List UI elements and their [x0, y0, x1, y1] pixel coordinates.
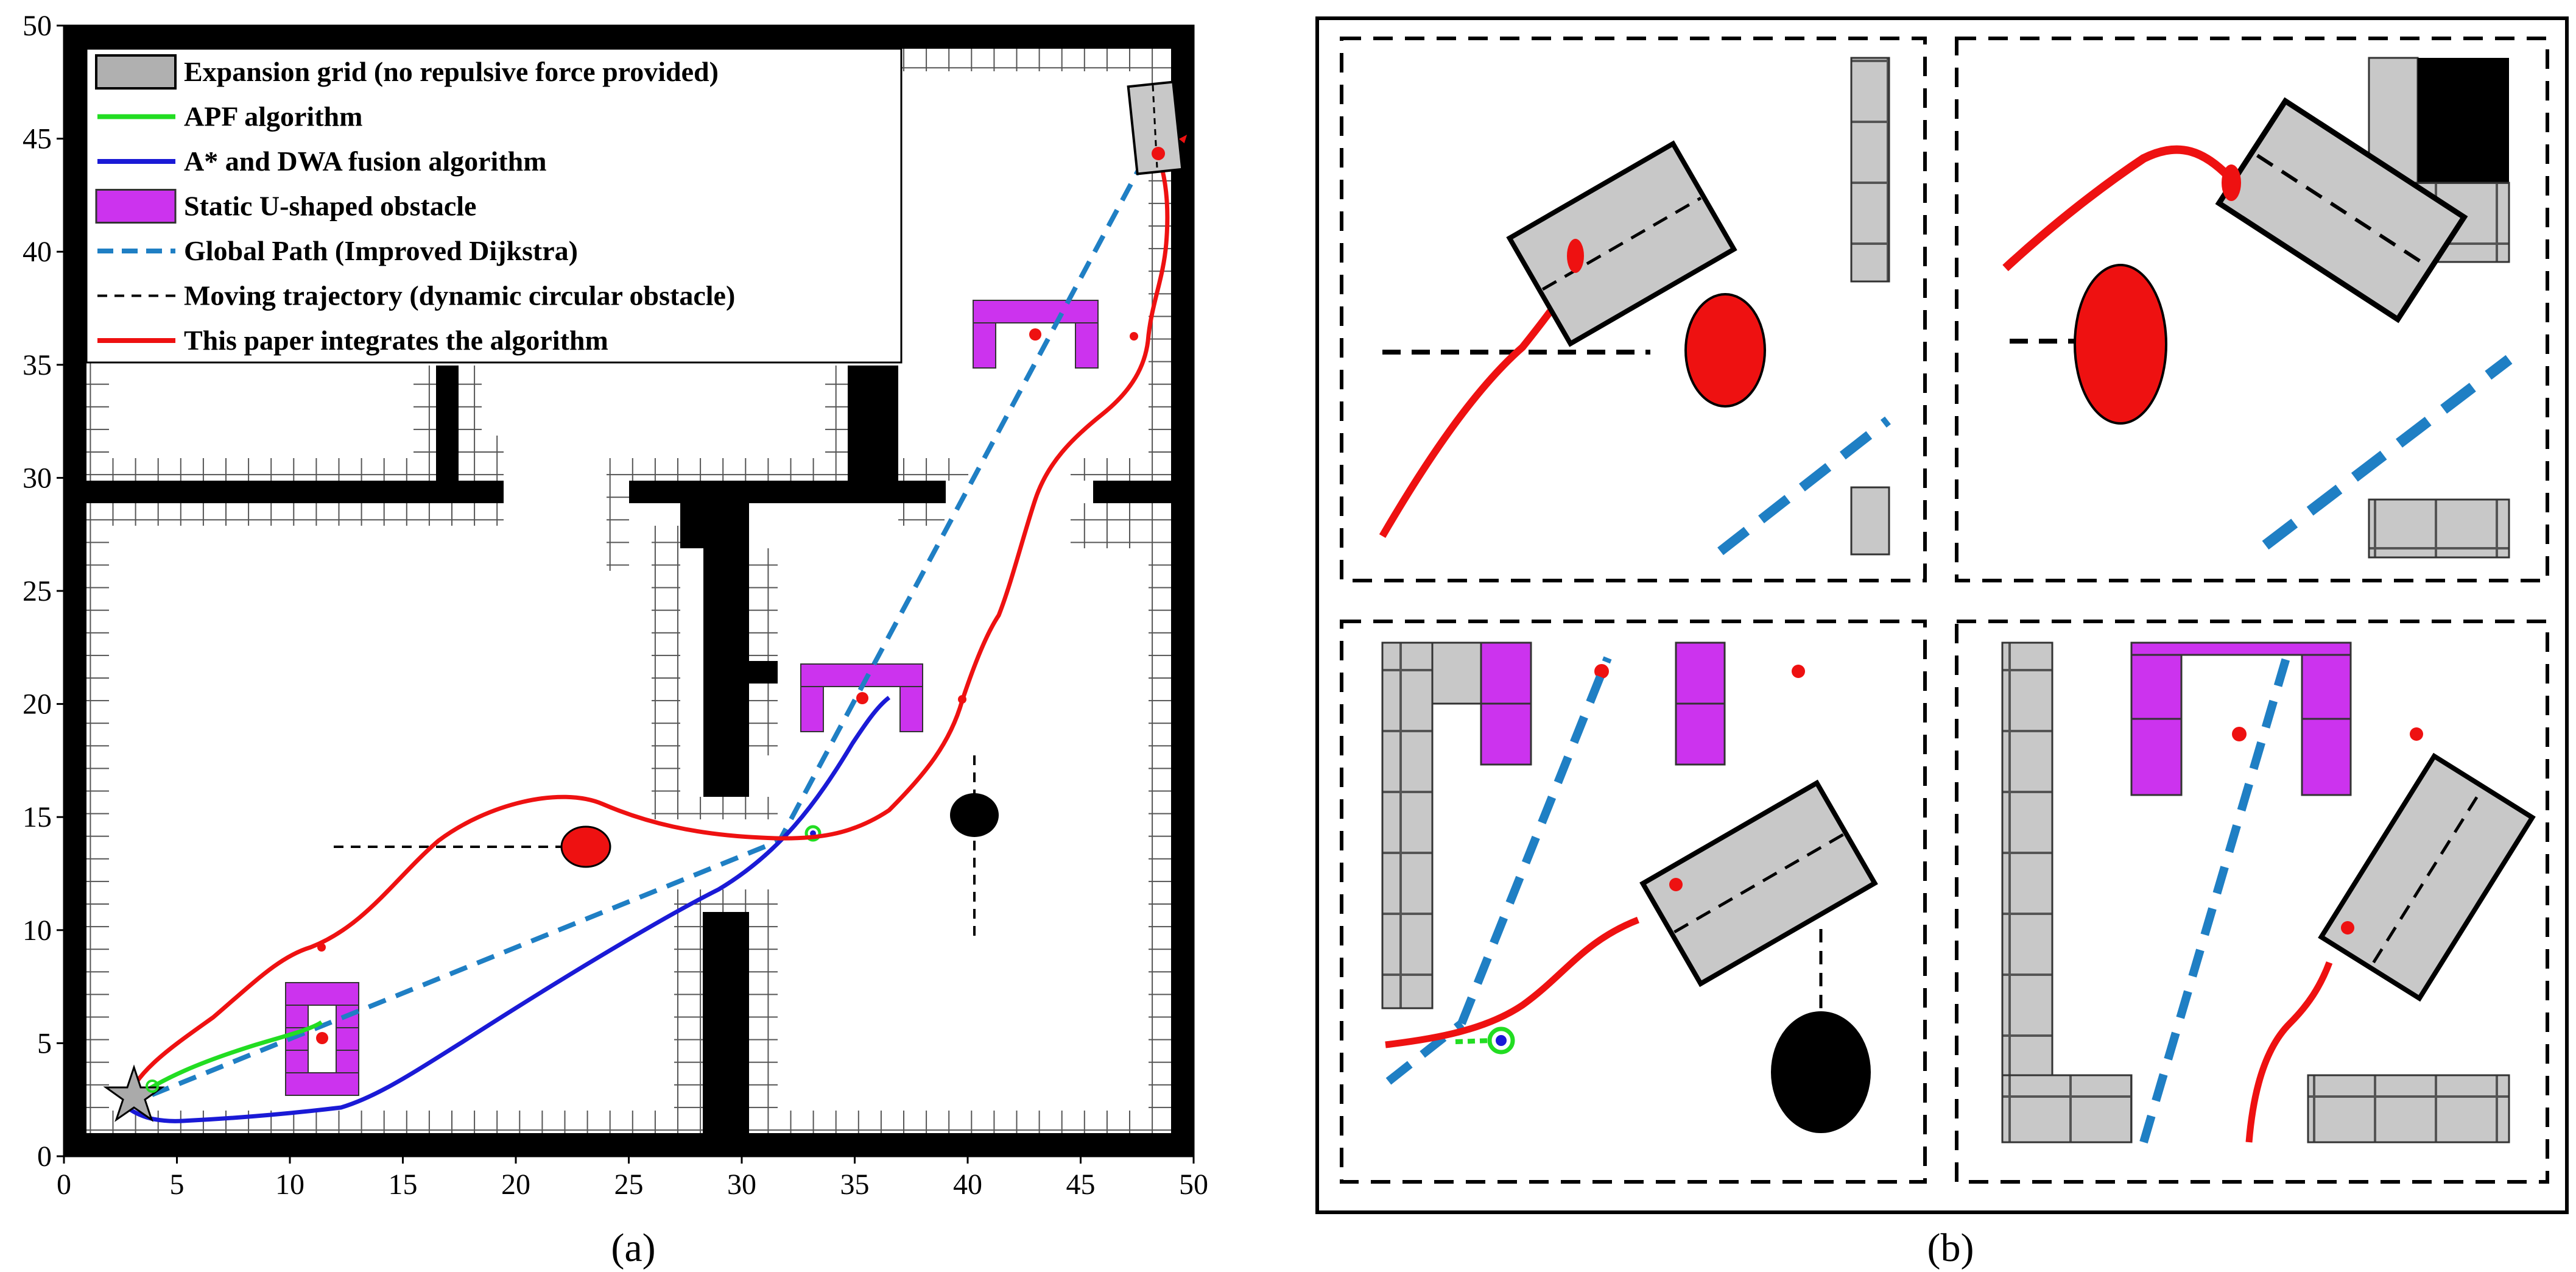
y-tick-label: 0 [37, 1140, 52, 1173]
proposed-path [122, 151, 1170, 1106]
panel-a-map: Expansion grid (no repulsive force provi… [23, 10, 1208, 1270]
legend-label: Moving trajectory (dynamic circular obst… [184, 280, 735, 311]
x-tick-label: 25 [614, 1168, 644, 1201]
x-tick-label: 15 [389, 1168, 418, 1201]
walls [64, 26, 1194, 1156]
subpanel-frames [1340, 37, 2549, 1184]
caption-b: (b) [1927, 1226, 1974, 1270]
legend-box [85, 48, 903, 364]
proposed-path-markers [317, 332, 1138, 952]
legend-entry: Moving trajectory (dynamic circular obst… [97, 280, 735, 311]
apf-marker [804, 825, 822, 842]
obstacle-red-dots [316, 147, 1165, 1044]
x-tick-label: 30 [727, 1168, 756, 1201]
y-tick-label: 50 [23, 10, 52, 42]
y-tick-label: 20 [23, 688, 52, 721]
legend-label: Global Path (Improved Dijkstra) [184, 235, 578, 266]
legend-entry: Static U-shaped obstacle [95, 189, 476, 224]
legend-entry: Global Path (Improved Dijkstra) [97, 235, 578, 266]
legend-label: This paper integrates the algorithm [184, 325, 608, 356]
subpanel-1 [1379, 57, 1891, 556]
dynamic-circle-red [560, 825, 611, 868]
caption-a: (a) [611, 1226, 655, 1270]
legend-entry: Expansion grid (no repulsive force provi… [95, 54, 719, 90]
subpanel-2 [2002, 57, 2513, 559]
astar-dwa-path [123, 696, 891, 1123]
legend-swatch [95, 54, 177, 90]
legend-entry: APF algorithm [97, 101, 362, 132]
x-tick-label: 40 [953, 1168, 982, 1201]
axis-ticks: 0 5 10 15 20 25 30 35 40 45 50 0 5 10 15 20 25 30 35 40 45 50 [23, 10, 1208, 1201]
legend-label: Static U-shaped obstacle [184, 191, 476, 222]
legend-swatch [95, 189, 177, 224]
legend: Expansion grid (no repulsive force provi… [85, 48, 903, 364]
x-tick-label: 45 [1066, 1168, 1096, 1201]
x-tick-label: 0 [57, 1168, 71, 1201]
y-tick-label: 40 [23, 236, 52, 268]
y-tick-label: 45 [23, 123, 52, 155]
y-tick-label: 25 [23, 575, 52, 607]
x-tick-label: 50 [1179, 1168, 1208, 1201]
legend-label: A* and DWA fusion algorithm [184, 146, 547, 177]
dynamic-circle-black [950, 793, 999, 837]
y-tick-label: 10 [23, 914, 52, 947]
legend-label: APF algorithm [184, 101, 362, 132]
subpanel-4 [2001, 641, 2536, 1143]
x-tick-label: 20 [501, 1168, 530, 1201]
apf-path [123, 1020, 323, 1108]
start-star-icon [103, 1064, 165, 1122]
y-tick-label: 15 [23, 801, 52, 833]
subpanel-3 [1381, 641, 1878, 1139]
panel-b-zoom-views: (b) [1315, 16, 2569, 1270]
x-tick-label: 35 [840, 1168, 870, 1201]
start-apf-marker [146, 1079, 159, 1093]
legend-label: Expansion grid (no repulsive force provi… [184, 56, 719, 87]
legend-entry: A* and DWA fusion algorithm [97, 146, 547, 177]
y-tick-label: 5 [37, 1027, 52, 1059]
y-tick-label: 30 [23, 462, 52, 494]
y-tick-label: 35 [23, 349, 52, 381]
x-tick-label: 5 [170, 1168, 185, 1201]
dynamic-obstacle-trajectories [334, 755, 976, 938]
x-tick-label: 10 [275, 1168, 304, 1201]
legend-entry: This paper integrates the algorithm [97, 325, 608, 356]
